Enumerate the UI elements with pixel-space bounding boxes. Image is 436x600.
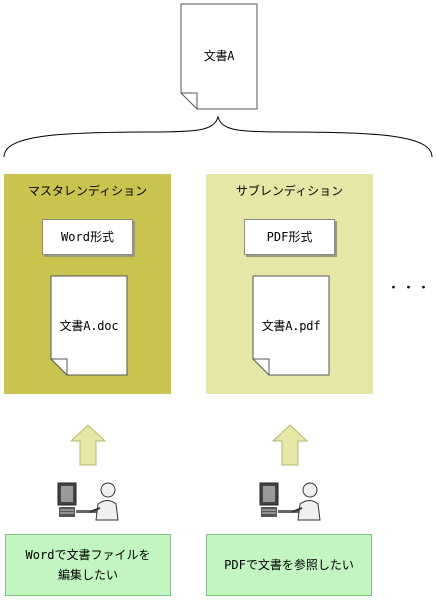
sub-document: 文書A.pdf [252,275,330,376]
master-rendition-panel: マスタレンディション Word形式 文書A.doc [4,174,171,394]
top-document-label: 文書A [203,49,235,63]
word-format-box: Word形式 [42,219,133,255]
master-document: 文書A.doc [50,275,128,376]
up-arrow-icon [70,424,106,466]
sub-rendition-panel: サブレンディション PDF形式 文書A.pdf [206,174,373,394]
document-icon [50,275,128,376]
computer-user-icon [57,482,119,521]
document-icon [252,275,330,376]
sub-document-label: 文書A.pdf [261,319,321,333]
pdf-user-requirement: PDFで文書を参照したい [206,534,372,596]
curly-brace-icon [3,115,433,158]
document-icon [180,3,258,110]
more-renditions-ellipsis: ・・・ [387,281,433,296]
master-rendition-title: マスタレンディション [27,184,148,198]
sub-rendition-title: サブレンディション [235,184,344,198]
up-arrow-icon [272,424,308,466]
word-user-requirement: Wordで文書ファイルを 編集したい [5,534,171,596]
top-document: 文書A [180,3,258,110]
master-document-label: 文書A.doc [59,319,119,333]
computer-user-icon [259,482,321,521]
pdf-format-box: PDF形式 [244,219,335,255]
